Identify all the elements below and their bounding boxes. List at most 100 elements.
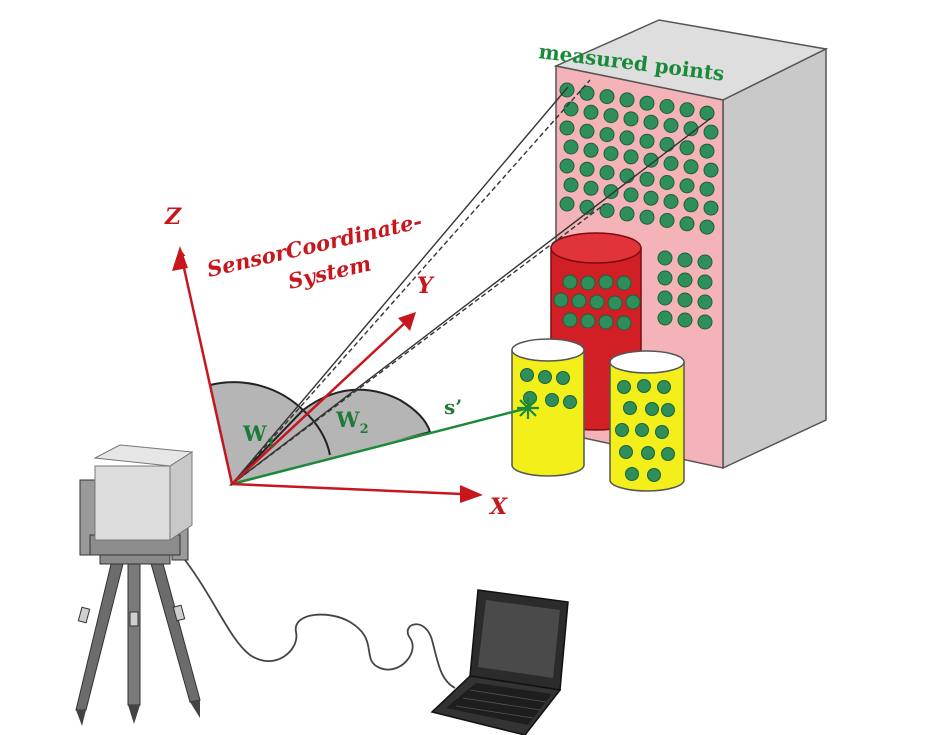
measured-point bbox=[619, 445, 633, 459]
measured-point bbox=[589, 294, 605, 310]
angle-w2-label: W2 bbox=[335, 407, 369, 437]
laser-scanner-icon bbox=[79, 444, 194, 561]
measured-point bbox=[641, 446, 655, 460]
measured-point bbox=[583, 180, 599, 196]
measured-point bbox=[580, 313, 596, 329]
measured-point bbox=[553, 292, 569, 308]
measured-point bbox=[659, 99, 675, 114]
measured-point bbox=[637, 379, 651, 393]
axis-y-line bbox=[231, 319, 409, 485]
measured-point bbox=[679, 140, 695, 156]
measured-point bbox=[647, 468, 661, 482]
measured-point bbox=[562, 312, 578, 328]
measured-point bbox=[623, 401, 637, 415]
measured-point bbox=[579, 85, 595, 101]
measured-point bbox=[559, 158, 575, 174]
measured-point bbox=[619, 206, 635, 222]
measured-point bbox=[559, 196, 575, 212]
measured-point bbox=[623, 149, 639, 165]
measured-point bbox=[655, 425, 669, 439]
measured-point bbox=[563, 395, 577, 409]
measured-point bbox=[598, 274, 614, 290]
measured-point bbox=[643, 152, 659, 168]
yellow-cylinder-right bbox=[609, 350, 685, 492]
axis-y-label: Y bbox=[417, 273, 435, 299]
measured-point bbox=[607, 295, 623, 311]
measured-point bbox=[663, 194, 679, 209]
yellow-right-points bbox=[615, 379, 675, 482]
measured-point bbox=[571, 293, 587, 309]
measured-point bbox=[697, 254, 713, 270]
axis-z-label: Z bbox=[164, 204, 182, 230]
measured-point bbox=[563, 139, 579, 155]
measured-point bbox=[643, 114, 659, 130]
yellow-cylinder-left bbox=[511, 338, 585, 477]
tripod-icon bbox=[75, 547, 201, 726]
measured-point bbox=[677, 252, 693, 268]
measured-point bbox=[520, 368, 534, 382]
coordinate-axes bbox=[172, 246, 483, 503]
measured-point bbox=[579, 123, 595, 139]
measured-point bbox=[599, 165, 615, 181]
beam-s-line bbox=[231, 406, 529, 486]
measured-point bbox=[657, 290, 673, 306]
measured-point bbox=[639, 171, 655, 187]
measured-point bbox=[556, 371, 570, 385]
measured-point bbox=[697, 274, 713, 290]
measured-point bbox=[598, 314, 614, 330]
measured-point bbox=[645, 402, 659, 416]
measured-point bbox=[603, 184, 619, 200]
measured-point bbox=[677, 312, 693, 328]
red-cylinder-points bbox=[553, 274, 641, 331]
measured-point bbox=[580, 275, 596, 291]
measured-point bbox=[699, 181, 715, 197]
measured-point bbox=[623, 111, 639, 127]
yellow-left-points bbox=[520, 368, 577, 409]
measured-point bbox=[603, 146, 619, 162]
measured-point bbox=[659, 137, 675, 152]
measured-point bbox=[663, 156, 679, 171]
measurement-rays bbox=[231, 79, 712, 485]
measured-point bbox=[583, 104, 599, 120]
cable-icon bbox=[184, 559, 456, 689]
measured-point bbox=[545, 393, 559, 407]
axis-z-arrowhead bbox=[172, 246, 188, 271]
measured-point bbox=[703, 124, 719, 140]
measured-point bbox=[615, 423, 629, 437]
angle-w1-label: W1 bbox=[242, 421, 276, 451]
measured-point bbox=[538, 370, 552, 384]
measured-point bbox=[639, 133, 655, 149]
measured-point bbox=[639, 209, 655, 225]
beam-s-label: s’ bbox=[444, 395, 462, 419]
axis-z-line bbox=[177, 248, 234, 485]
measured-point bbox=[679, 102, 695, 118]
measured-point bbox=[583, 142, 599, 158]
measured-point bbox=[657, 380, 671, 394]
axis-y-arrowhead bbox=[398, 312, 416, 331]
axis-x-line bbox=[231, 482, 463, 496]
measured-point bbox=[699, 219, 715, 235]
measured-point bbox=[659, 213, 675, 228]
building-side bbox=[722, 47, 827, 470]
measured-point bbox=[683, 159, 699, 175]
measured-point bbox=[579, 161, 595, 177]
measured-point bbox=[697, 314, 713, 330]
measured-point bbox=[639, 95, 655, 111]
measured-point bbox=[599, 89, 615, 105]
measured-point bbox=[619, 130, 635, 146]
measured-point bbox=[599, 127, 615, 143]
measured-point bbox=[635, 423, 649, 437]
measured-point bbox=[661, 447, 675, 461]
measured-point bbox=[562, 274, 578, 290]
measured-point bbox=[679, 216, 695, 232]
beam-target-star bbox=[517, 397, 539, 419]
measured-point bbox=[679, 178, 695, 194]
measured-point bbox=[619, 92, 635, 108]
measured-point bbox=[657, 250, 673, 266]
measured-point bbox=[699, 143, 715, 159]
measured-point bbox=[617, 380, 631, 394]
measured-point bbox=[663, 118, 679, 133]
measured-point bbox=[563, 101, 579, 117]
